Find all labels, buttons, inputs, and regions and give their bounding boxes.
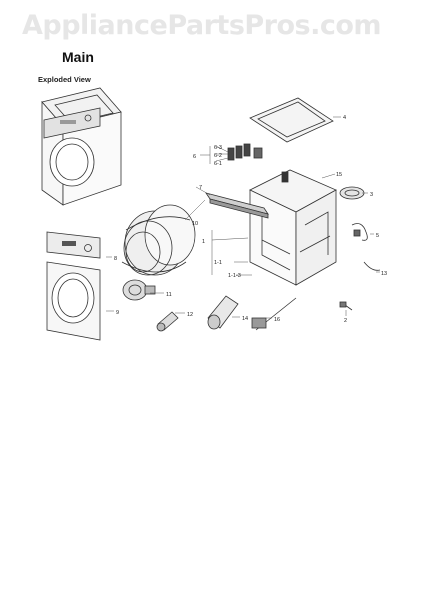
screw-part	[339, 301, 353, 311]
callout-8: 8	[114, 256, 117, 262]
control-pcb-part	[227, 143, 263, 161]
front-panel-part	[46, 261, 101, 341]
callout-6: 6	[193, 154, 196, 160]
callout-14: 14	[242, 316, 248, 322]
callout-9: 9	[116, 310, 119, 316]
blower-motor-part	[122, 279, 156, 301]
control-panel-front-part	[46, 231, 101, 259]
callout-5: 5	[376, 233, 379, 239]
filter-housing-part	[339, 186, 365, 200]
drum-part	[121, 204, 196, 276]
control-panel-frame-part	[205, 192, 269, 219]
top-panel-part	[249, 97, 334, 143]
duct-part	[156, 311, 179, 332]
callout-1-1-3: 1-1-3	[228, 273, 241, 279]
callout-3: 3	[370, 192, 373, 198]
wire-part	[363, 261, 381, 271]
assembled-dryer-illustration	[41, 87, 122, 206]
sensor-part	[251, 297, 297, 331]
callout-12: 12	[187, 312, 193, 318]
callout-labels: 4 6-3 6-2 6-1 6 7 15 3 5 10 1 1-1 1-1-3 …	[114, 115, 387, 324]
section-title: Main	[62, 49, 94, 65]
callout-4: 4	[343, 115, 346, 121]
callout-11: 11	[166, 292, 172, 298]
callout-10: 10	[192, 221, 198, 227]
cabinet-part	[249, 169, 337, 286]
callout-1-1: 1-1	[214, 260, 222, 266]
callout-7: 7	[199, 185, 202, 191]
callout-15: 15	[336, 172, 342, 178]
callout-6-2: 6-2	[214, 153, 222, 159]
callout-6-3: 6-3	[214, 145, 222, 151]
watermark: AppliancePartsPros.com	[22, 10, 382, 41]
exploded-view-title: Exploded View	[38, 75, 91, 84]
heater-part	[207, 295, 239, 330]
callout-6-1: 6-1	[214, 161, 222, 167]
callout-1: 1	[202, 239, 205, 245]
callout-13: 13	[381, 271, 387, 277]
callout-2: 2	[344, 318, 347, 324]
callout-16: 16	[274, 317, 280, 323]
harness-part	[351, 223, 368, 241]
